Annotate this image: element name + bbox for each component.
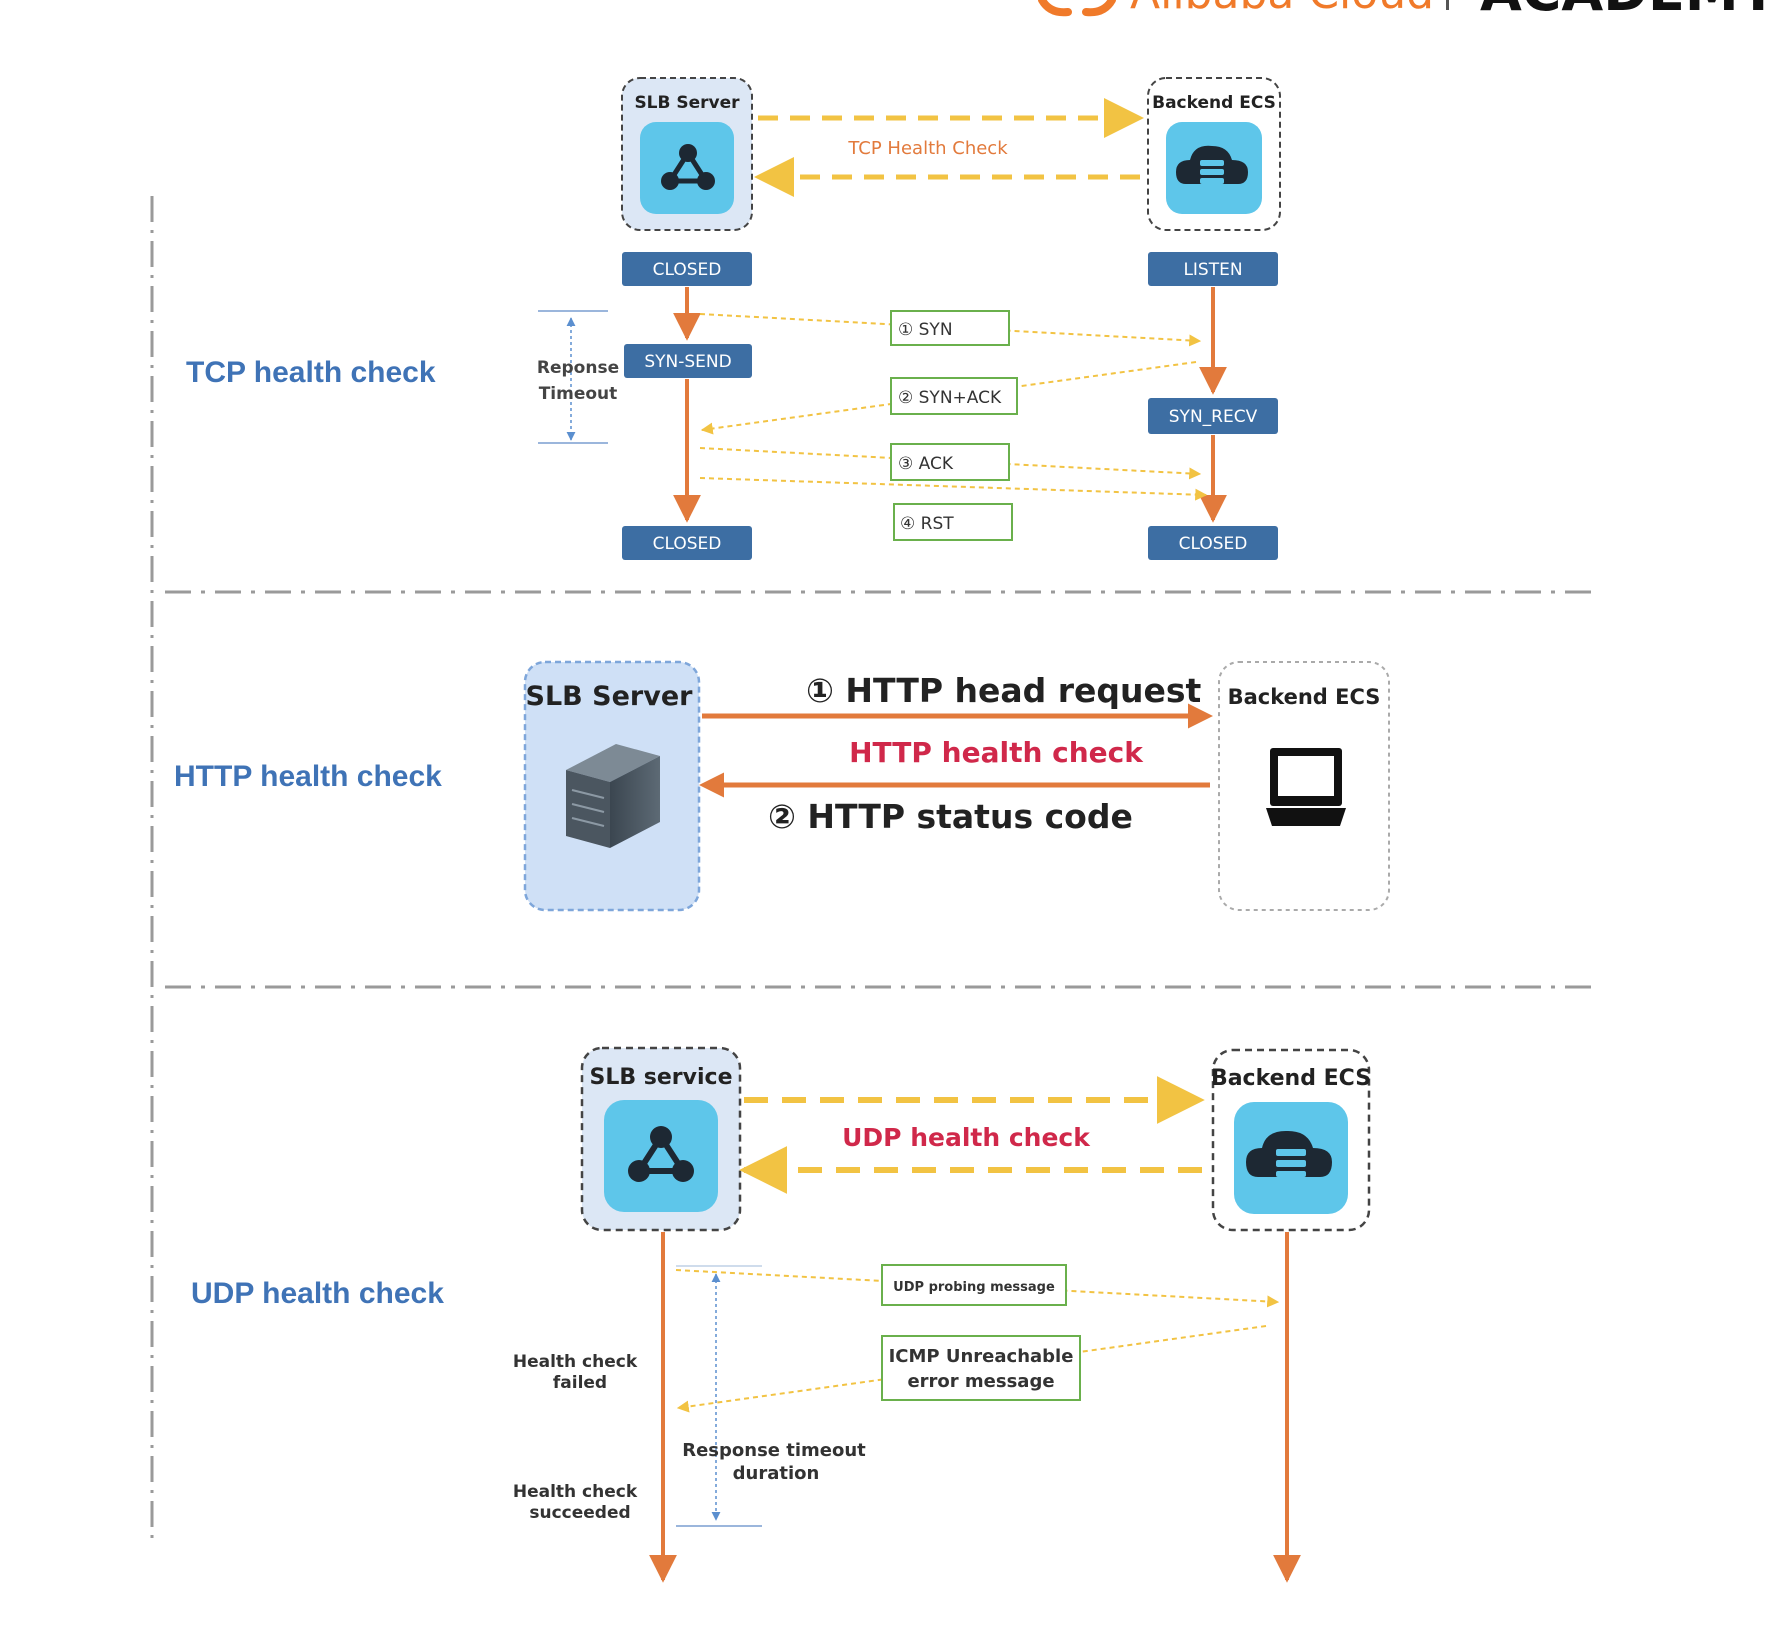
http-section: HTTP health check SLB Server Backend ECS — [174, 660, 1390, 912]
tcp-timeout-bracket: Reponse Timeout — [537, 310, 619, 444]
tcp-slb-title: SLB Server — [634, 93, 740, 113]
svg-text:CLOSED: CLOSED — [653, 260, 722, 280]
tcp-rst-arrow — [699, 477, 1208, 501]
udp-backend-node: Backend ECS — [1211, 1048, 1371, 1232]
tcp-link-label: TCP Health Check — [847, 138, 1008, 159]
udp-backend-title: Backend ECS — [1211, 1066, 1371, 1091]
udp-section: UDP health check SLB service Backend ECS — [191, 1046, 1371, 1583]
udp-probe-message: UDP probing message — [881, 1264, 1067, 1306]
tcp-backend-state-listen: LISTEN — [1148, 252, 1278, 286]
svg-text:③ ACK: ③ ACK — [898, 454, 954, 474]
svg-text:① SYN: ① SYN — [898, 320, 953, 340]
udp-icmp-message: ICMP Unreachable error message — [881, 1335, 1081, 1401]
brand-logo: Alibaba Cloud ACADEMY — [1038, 0, 1770, 23]
svg-text:SYN_RECV: SYN_RECV — [1169, 407, 1258, 427]
udp-slb-title: SLB service — [590, 1065, 733, 1090]
svg-text:UDP probing message: UDP probing message — [893, 1280, 1055, 1295]
cloud-server-icon — [1166, 122, 1262, 214]
server-tower-icon — [566, 744, 660, 848]
svg-text:LISTEN: LISTEN — [1183, 260, 1242, 280]
svg-text:CLOSED: CLOSED — [653, 534, 722, 554]
http-backend-node: Backend ECS — [1218, 661, 1390, 911]
tcp-backend-state-closed: CLOSED — [1148, 526, 1278, 560]
udp-section-label: UDP health check — [191, 1277, 444, 1310]
http-request-label: ① HTTP head request — [806, 671, 1202, 710]
tcp-synack-arrow — [700, 361, 1197, 435]
svg-text:ICMP Unreachable: ICMP Unreachable — [889, 1346, 1074, 1367]
http-backend-title: Backend ECS — [1228, 685, 1381, 709]
http-slb-title: SLB Server — [526, 681, 694, 712]
udp-timeout-label-1: Response timeout — [682, 1440, 866, 1461]
tcp-step-ack: ③ ACK — [890, 443, 1010, 481]
network-nodes-icon — [640, 122, 734, 214]
udp-failed-label-2: failed — [553, 1373, 607, 1393]
tcp-backend-state-synrecv: SYN_RECV — [1148, 398, 1278, 434]
brand-text: Alibaba Cloud — [1130, 0, 1434, 19]
tcp-backend-node: Backend ECS — [1147, 77, 1281, 231]
tcp-section: TCP health check SLB Server Backend ECS — [186, 77, 1281, 560]
tcp-slb-state-synsend: SYN-SEND — [624, 344, 752, 378]
cloud-server-icon — [1234, 1102, 1348, 1214]
svg-text:error message: error message — [907, 1371, 1054, 1392]
http-section-label: HTTP health check — [174, 760, 442, 793]
tcp-step-synack: ② SYN+ACK — [890, 377, 1018, 415]
tcp-slb-state-closed-end: CLOSED — [622, 526, 752, 560]
tcp-ack-arrow — [699, 447, 1202, 480]
udp-timeout-label-2: duration — [733, 1463, 820, 1484]
tcp-slb-node: SLB Server — [621, 77, 753, 231]
laptop-icon — [1266, 748, 1346, 826]
udp-succeeded-label-1: Health check — [513, 1482, 638, 1502]
brand-divider — [1446, 0, 1449, 10]
svg-text:② SYN+ACK: ② SYN+ACK — [898, 388, 1002, 408]
tcp-section-label: TCP health check — [186, 356, 436, 389]
svg-text:Timeout: Timeout — [539, 384, 618, 404]
tcp-syn-arrow — [699, 313, 1202, 347]
tcp-backend-title: Backend ECS — [1152, 93, 1276, 113]
http-check-label: HTTP health check — [849, 736, 1144, 769]
udp-timeout-bracket — [676, 1265, 762, 1527]
svg-text:CLOSED: CLOSED — [1179, 534, 1248, 554]
brand-academy-text: ACADEMY — [1480, 0, 1770, 23]
udp-slb-node: SLB service — [580, 1046, 742, 1232]
tcp-step-rst: ④ RST — [893, 503, 1013, 541]
network-nodes-icon — [604, 1100, 718, 1212]
udp-failed-label-1: Health check — [513, 1352, 638, 1372]
svg-text:④ RST: ④ RST — [900, 514, 954, 534]
alibaba-logo-icon — [1038, 0, 1116, 17]
http-response-label: ② HTTP status code — [768, 797, 1133, 836]
udp-link-label: UDP health check — [842, 1123, 1091, 1152]
svg-text:Reponse: Reponse — [537, 358, 619, 378]
svg-text:SYN-SEND: SYN-SEND — [644, 352, 731, 372]
udp-succeeded-label-2: succeeded — [529, 1503, 630, 1523]
http-slb-node: SLB Server — [523, 660, 701, 912]
tcp-step-syn: ① SYN — [890, 310, 1010, 346]
tcp-slb-state-closed: CLOSED — [622, 252, 752, 286]
